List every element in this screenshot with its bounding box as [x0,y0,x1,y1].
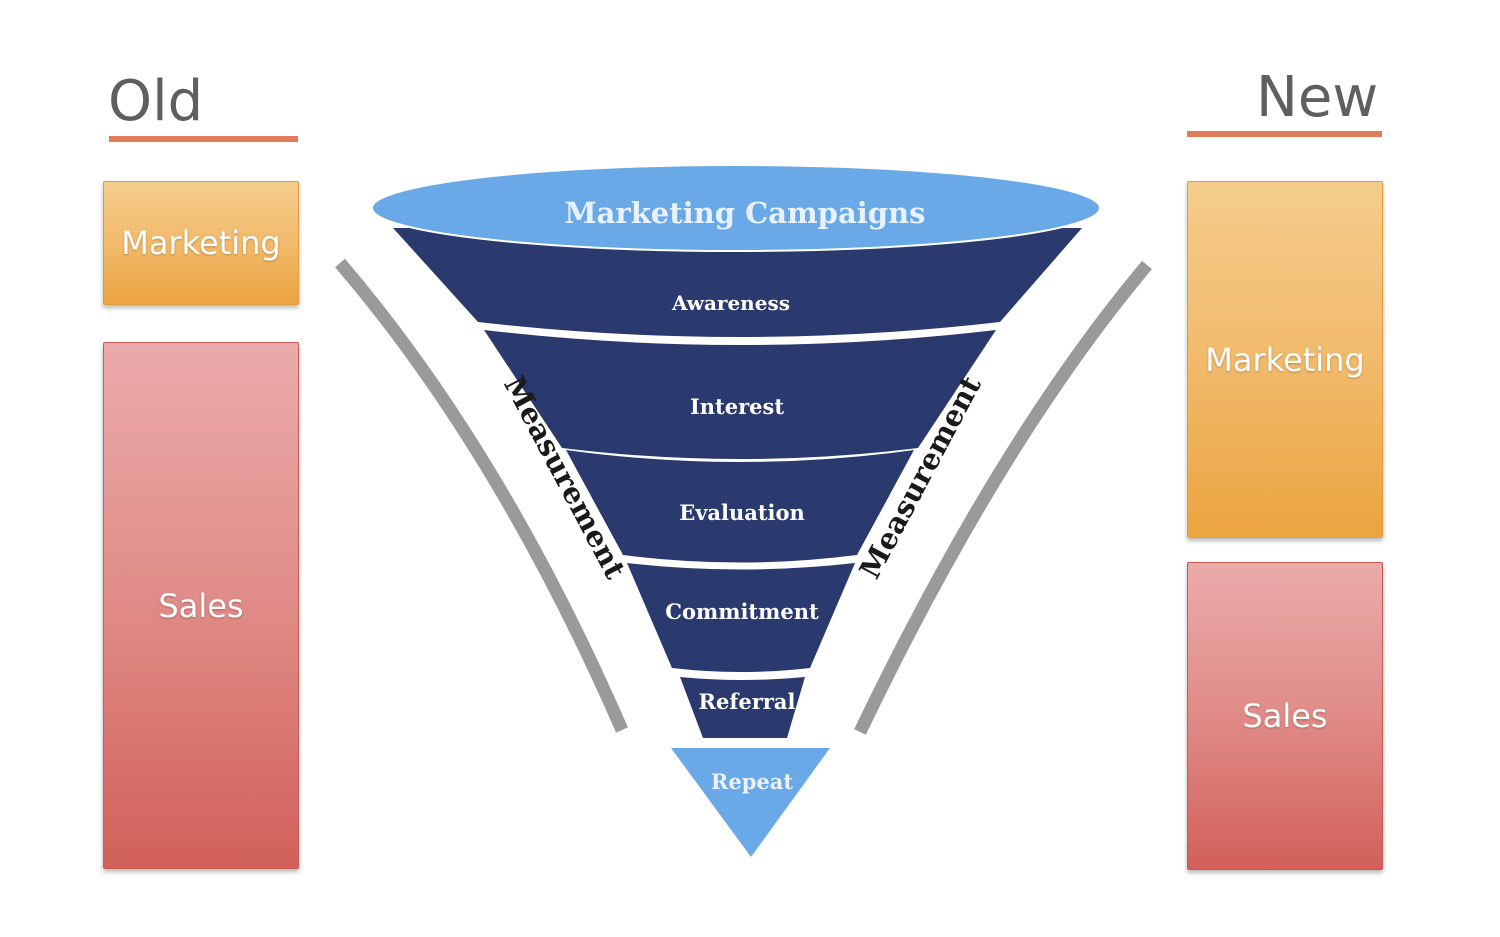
funnel-stage-label-awareness: Awareness [671,291,790,315]
funnel-stage-label-evaluation: Evaluation [679,500,805,525]
funnel-repeat-triangle [671,748,830,857]
old-heading-underline [109,136,298,142]
measurement-bar-left [335,258,628,733]
new-marketing-label: Marketing [1205,340,1365,379]
new-marketing-block: Marketing [1187,181,1383,538]
funnel-repeat-label: Repeat [711,769,793,794]
funnel-stage-evaluation [566,450,914,563]
funnel-stage-awareness [393,228,1082,337]
new-heading-underline [1187,131,1382,137]
funnel-stage-label-referral: Referral [699,689,796,714]
new-sales-block: Sales [1187,562,1383,870]
new-sales-label: Sales [1242,697,1328,735]
old-marketing-block: Marketing [103,181,299,305]
new-heading: New [1256,65,1379,130]
old-sales-label: Sales [158,586,244,625]
funnel-stage-label-interest: Interest [690,394,784,419]
measurement-bar-right [854,260,1152,735]
funnel-stage-commitment [627,563,855,672]
old-heading: Old [108,69,204,134]
funnel-stage-referral [680,677,805,738]
funnel-top-ellipse [371,164,1101,252]
funnel-top-label: Marketing Campaigns [565,196,926,230]
funnel-stage-label-commitment: Commitment [665,599,819,624]
old-marketing-label: Marketing [121,224,281,262]
funnel-stage-interest [484,330,996,459]
old-sales-block: Sales [103,342,299,869]
